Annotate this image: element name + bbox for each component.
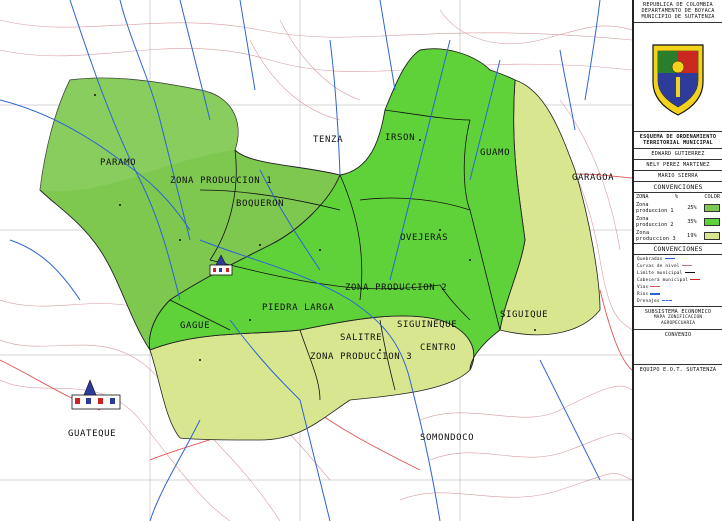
label-irson: IRSON <box>385 133 415 143</box>
zone-row-1: Zona produccion 1 25% <box>634 201 722 215</box>
label-guateque: GUATEQUE <box>68 429 116 439</box>
plan-title: ESQUEMA DE ORDENAMIENTO TERRITORIAL MUNI… <box>634 132 722 149</box>
footer-1: SUBSISTEMA ECONOMICO MAPA ZONIFICACION A… <box>634 307 722 330</box>
zone-swatch <box>704 218 720 226</box>
zone-pct: 19% <box>687 233 697 239</box>
person-3: MARIO SIERRA <box>634 171 722 182</box>
zone-pct: 25% <box>687 205 697 211</box>
label-zona3: ZONA PRODUCCION 3 <box>310 352 412 362</box>
coat-of-arms-block <box>634 23 722 132</box>
legend-panel: REPUBLICA DE COLOMBIA DEPARTAMENTO DE BO… <box>632 0 722 521</box>
conventions-title: CONVENCIONES <box>634 182 722 193</box>
label-boqueron: BOQUERON <box>236 199 284 209</box>
header-line-1: REPUBLICA DE COLOMBIA <box>643 2 713 8</box>
label-piedra-larga: PIEDRA LARGA <box>262 303 334 313</box>
label-centro: CENTRO <box>420 343 456 353</box>
header-line-3: MUNICIPIO DE SUTATENZA <box>641 14 715 20</box>
header-line-2: DEPARTAMENTO DE BOYACA <box>641 8 715 14</box>
header-block: REPUBLICA DE COLOMBIA DEPARTAMENTO DE BO… <box>634 0 722 23</box>
zone-name: Zona produccion 1 <box>636 202 674 214</box>
label-ovejeras: OVEJERAS <box>400 233 448 243</box>
symbol-row: Vias <box>634 284 722 291</box>
symbol-row: Limite municipal <box>634 270 722 277</box>
footer-2: CONVENIO <box>634 330 722 365</box>
symbol-row: Cabecera municipal <box>634 277 722 284</box>
zone-row-3: Zona produccion 3 19% <box>634 229 722 244</box>
symbol-row: Rios <box>634 291 722 298</box>
label-guamo: GUAMO <box>480 148 510 158</box>
zone-pct: 35% <box>687 219 697 225</box>
symbol-row: Drenajes <box>634 298 722 305</box>
label-gague: GAGUE <box>180 321 210 331</box>
settlement-dots <box>94 94 536 361</box>
conventions-title-2: CONVENCIONES <box>634 244 722 255</box>
symbols-list: Quebradas Curvas de nivel Limite municip… <box>634 255 722 307</box>
map-canvas: PARAMO ZONA PRODUCCION 1 BOQUERON TENZA … <box>0 0 632 521</box>
label-siguineque: SIGUINEQUE <box>397 320 457 330</box>
conventions-header-row: ZONA % COLOR <box>634 193 722 201</box>
zone-name: Zona produccion 3 <box>636 230 676 242</box>
label-zona1: ZONA PRODUCCION 1 <box>170 176 272 186</box>
coat-of-arms-icon <box>652 44 704 116</box>
label-zona2: ZONA PRODUCCION 2 <box>345 283 447 293</box>
symbol-row: Curvas de nivel <box>634 263 722 270</box>
label-garagoa: GARAGOA <box>572 173 614 183</box>
zone-swatch <box>703 232 720 240</box>
paramo-area <box>40 78 239 192</box>
guateque-town-icon <box>71 379 121 410</box>
rivers <box>0 0 601 521</box>
label-paramo: PARAMO <box>100 158 136 168</box>
label-salitre: SALITRE <box>340 333 382 343</box>
person-1: EDWARD GUTIERREZ <box>634 149 722 160</box>
col-zona: ZONA <box>636 194 649 200</box>
col-pct: % <box>674 194 678 200</box>
zone-name: Zona produccion 2 <box>636 216 674 228</box>
person-2: NELY PEREZ MARTINEZ <box>634 160 722 171</box>
sutatenza-town-icon <box>209 254 233 276</box>
label-siguique: SIGUIQUE <box>500 310 548 320</box>
label-somondoco: SOMONDOCO <box>420 433 474 443</box>
zone-row-2: Zona produccion 2 35% <box>634 215 722 229</box>
symbol-row: Quebradas <box>634 256 722 263</box>
footer-3: EQUIPO E.O.T. SUTATENZA <box>639 367 717 373</box>
label-tenza: TENZA <box>313 135 343 145</box>
col-color: COLOR <box>704 194 720 200</box>
zone-swatch <box>704 204 720 212</box>
